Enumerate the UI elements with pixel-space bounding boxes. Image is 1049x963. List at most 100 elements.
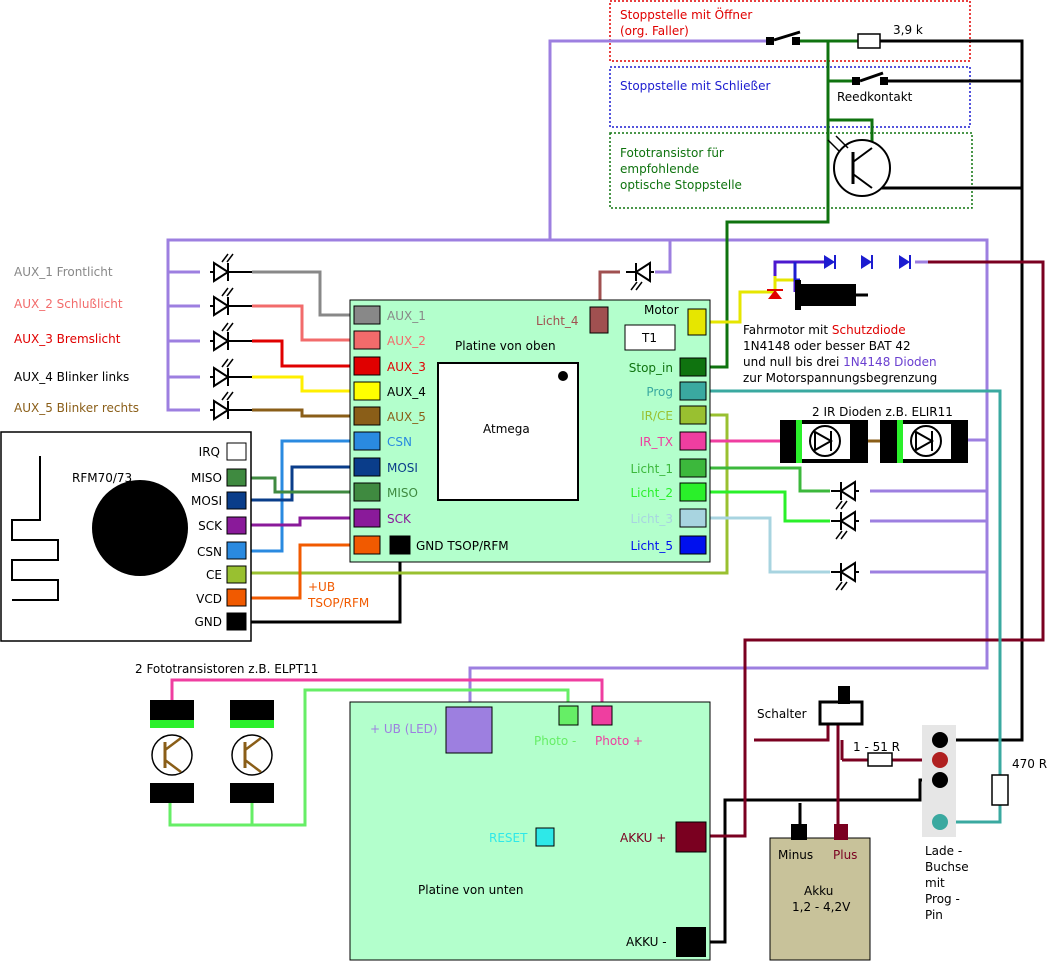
wire-miso bbox=[248, 476, 352, 494]
top-board-title: Platine von oben bbox=[455, 339, 556, 353]
pin-licht2: Licht_2 bbox=[630, 486, 673, 500]
wire-photo bbox=[168, 688, 570, 827]
lade-line1: Lade - bbox=[925, 844, 962, 858]
resistor-3k9: 3,9 k bbox=[857, 23, 923, 49]
motor-label: Motor bbox=[644, 303, 679, 317]
aux-legend: AUX_1 Frontlicht AUX_2 Schlußlicht AUX_3… bbox=[14, 265, 139, 415]
svg-text:Fahrmotor mit Schutzdiode: Fahrmotor mit Schutzdiode bbox=[743, 323, 906, 337]
rfm-antenna bbox=[11, 456, 59, 601]
diode-2-icon bbox=[860, 254, 873, 270]
pin-csn: CSN bbox=[387, 435, 412, 449]
stop-box-closer: Stoppstelle mit Schließer bbox=[609, 66, 971, 128]
ub-led-pad bbox=[445, 706, 493, 754]
phototransistor-stop-icon bbox=[827, 135, 891, 197]
wire-csn bbox=[248, 439, 352, 553]
photo-minus-pad bbox=[558, 705, 579, 726]
rfm-pin-csn: CSN bbox=[197, 545, 222, 559]
led-aux3-icon bbox=[209, 322, 239, 351]
stop-foto-line1: Fototransistor für bbox=[620, 146, 724, 160]
motor-diodes bbox=[767, 254, 911, 299]
resistor-1-51r: 1 - 51 R bbox=[853, 740, 900, 767]
wire-sck bbox=[248, 516, 352, 527]
schalter: Schalter bbox=[757, 686, 864, 726]
akku-plus-label: AKKU + bbox=[620, 831, 666, 845]
fototransistor-1 bbox=[150, 700, 194, 803]
pin-ir-ce: IR/CE bbox=[641, 409, 673, 423]
led-aux4-icon bbox=[209, 358, 239, 387]
wire-ir-tx bbox=[170, 439, 780, 706]
wire-licht1 bbox=[708, 466, 830, 493]
lade-line3: mit bbox=[925, 876, 945, 890]
aux5-legend: AUX_5 Blinker rechts bbox=[14, 401, 139, 415]
stop-closer-label: Stoppstelle mit Schließer bbox=[620, 79, 770, 93]
diode-3-icon bbox=[898, 254, 911, 270]
aux4-legend: AUX_4 Blinker links bbox=[14, 370, 129, 384]
led-aux1-icon bbox=[209, 253, 239, 282]
fototransistoren-label: 2 Fototransistoren z.B. ELPT11 bbox=[135, 662, 318, 676]
wire-motor-link bbox=[793, 262, 800, 282]
stop-box-foto: Fototransistor für empfohlende optische … bbox=[609, 132, 973, 209]
lade-buchse: Lade - Buchse mit Prog - Pin bbox=[922, 725, 969, 922]
wire-licht4 bbox=[598, 270, 620, 307]
lade-line5: Pin bbox=[925, 908, 943, 922]
aux1-legend: AUX_1 Frontlicht bbox=[14, 265, 113, 279]
reed-switch: Reedkontakt bbox=[837, 71, 913, 104]
led-licht2-icon bbox=[830, 511, 860, 540]
pin-aux2: AUX_2 bbox=[387, 334, 426, 348]
wire-stop-in bbox=[708, 39, 874, 369]
akku-plus-terminal: Plus bbox=[833, 848, 857, 862]
pin-mosi: MOSI bbox=[387, 461, 418, 475]
pin-aux5: AUX_5 bbox=[387, 410, 426, 424]
bottom-board-title: Platine von unten bbox=[418, 883, 524, 897]
resistor-470r: 470 R bbox=[991, 757, 1047, 806]
akku-range: 1,2 - 4,2V bbox=[792, 900, 851, 914]
top-right-pins: Stop_in Prog IR/CE IR_TX Licht_1 Licht_2… bbox=[629, 357, 707, 555]
lade-line4: Prog - bbox=[925, 892, 960, 906]
pin-sck: SCK bbox=[387, 512, 412, 526]
wire-aux5 bbox=[252, 408, 352, 418]
fahrmotor-icon bbox=[795, 280, 868, 310]
rfm-chip bbox=[92, 480, 188, 576]
fototransistor-2 bbox=[230, 700, 274, 803]
wire-mosi bbox=[248, 465, 352, 502]
r2-label: 470 R bbox=[1012, 757, 1047, 771]
motor-note-3b: 1N4148 Dioden bbox=[843, 355, 937, 369]
ub-tsop-line2: TSOP/RFM bbox=[307, 596, 369, 610]
pin-miso: MISO bbox=[387, 486, 418, 500]
aux3-legend: AUX_3 Bremslicht bbox=[14, 332, 121, 346]
motor-note-4: zur Motorspannungsbegrenzung bbox=[743, 371, 937, 385]
rfm-pin-gnd: GND bbox=[194, 615, 222, 629]
ir-diode-2 bbox=[880, 420, 968, 463]
svg-text:und null bis drei 1N4148 Diode: und null bis drei 1N4148 Dioden bbox=[743, 355, 937, 369]
led-licht4-icon bbox=[625, 262, 655, 291]
reset-pad bbox=[535, 827, 555, 847]
akku-minus-pad bbox=[676, 927, 706, 957]
wire-motor bbox=[708, 262, 795, 324]
led-licht3-icon bbox=[830, 562, 860, 591]
top-left-pins: AUX_1 AUX_2 AUX_3 AUX_4 AUX_5 CSN MOSI M… bbox=[353, 305, 509, 555]
pin-licht1: Licht_1 bbox=[630, 462, 673, 476]
motor-note-2: 1N4148 oder besser BAT 42 bbox=[743, 339, 911, 353]
gnd-tsop-label: GND TSOP/RFM bbox=[416, 539, 509, 553]
wire-aux1 bbox=[252, 270, 352, 317]
stop-opener-line1: Stoppstelle mit Öffner bbox=[620, 6, 752, 22]
ir-diode-1 bbox=[780, 420, 868, 463]
stop-opener-line2: (org. Faller) bbox=[620, 24, 689, 38]
schalter-label: Schalter bbox=[757, 707, 807, 721]
pin-prog: Prog bbox=[646, 385, 673, 399]
wire-aux4 bbox=[252, 375, 352, 393]
photo-plus-pad bbox=[591, 705, 613, 726]
t1-label: T1 bbox=[641, 331, 657, 345]
pin-stop-in: Stop_in bbox=[629, 361, 673, 375]
rfm-pin-mosi: MOSI bbox=[191, 494, 222, 508]
pin-licht3: Licht_3 bbox=[630, 512, 673, 526]
rfm-pins: IRQ MISO MOSI SCK CSN CE VCD GND bbox=[191, 442, 247, 631]
wires bbox=[166, 39, 1045, 944]
wire-licht3 bbox=[708, 516, 830, 574]
aux2-legend: AUX_2 Schlußlicht bbox=[14, 297, 123, 311]
wire-ir-ce bbox=[248, 413, 729, 575]
stop-foto-line3: optische Stoppstelle bbox=[620, 178, 742, 192]
motor-note-3a: und null bis drei bbox=[743, 355, 843, 369]
atmega-chip bbox=[437, 362, 579, 501]
akku: Minus Plus Akku 1,2 - 4,2V bbox=[769, 824, 871, 961]
